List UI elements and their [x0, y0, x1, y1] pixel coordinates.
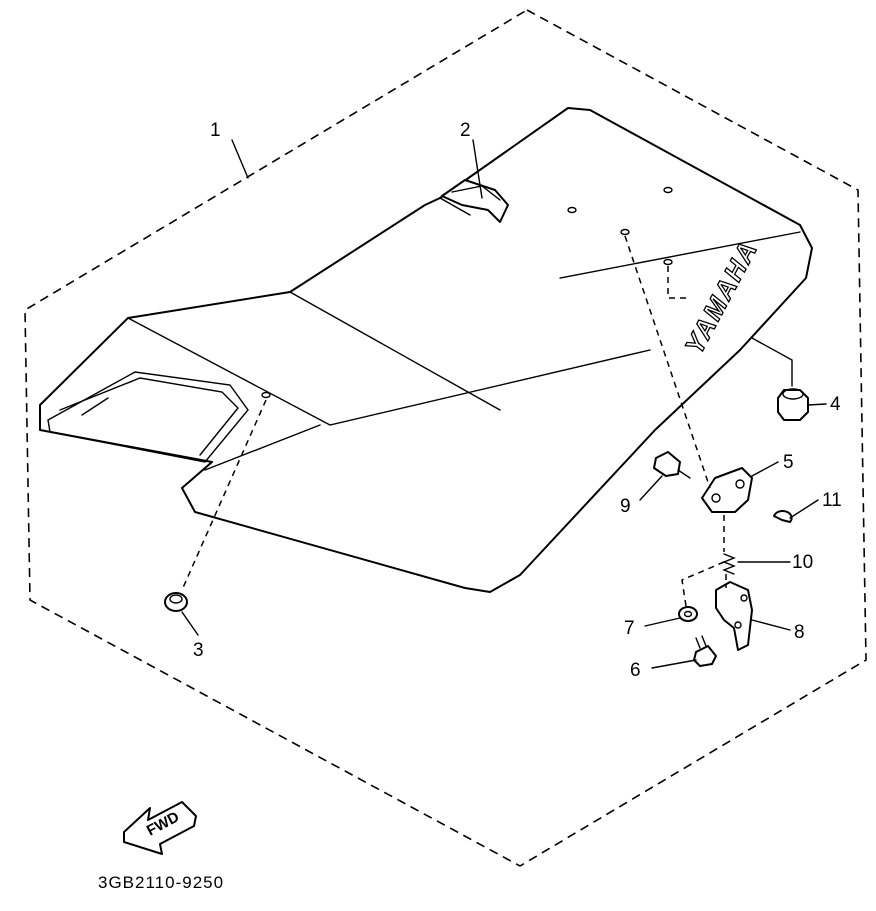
- callout-10: 10: [792, 552, 813, 573]
- assembly-line: [181, 399, 267, 591]
- seat-hook-part: [441, 179, 509, 223]
- callout-7: 7: [624, 618, 635, 639]
- clip-part: [773, 509, 793, 523]
- washer-part: [678, 606, 698, 622]
- seat-part: [39, 107, 813, 593]
- hook-part: [715, 581, 753, 651]
- screw-part: [693, 635, 717, 667]
- assembly-line: [681, 561, 725, 607]
- spring-part: [722, 553, 736, 575]
- callout-11: 11: [822, 490, 842, 511]
- callout-3: 3: [193, 640, 204, 661]
- bolt-part: [653, 451, 691, 479]
- callout-8: 8: [794, 622, 805, 643]
- callout-6: 6: [630, 660, 641, 681]
- callout-4: 4: [830, 394, 841, 415]
- fwd-arrow-icon: FWD: [123, 801, 197, 855]
- callout-1: 1: [210, 120, 221, 141]
- assembly-line: [624, 235, 711, 489]
- lock-body-part: [701, 467, 753, 513]
- callout-2: 2: [460, 120, 471, 141]
- part-code: 3GB2110-9250: [98, 873, 224, 892]
- assembly-line: [667, 266, 690, 299]
- damper-part: [164, 592, 188, 612]
- bumper-part: [777, 388, 809, 421]
- callout-9: 9: [620, 496, 631, 517]
- assembly-boundary: [24, 9, 867, 867]
- callout-5: 5: [783, 452, 794, 473]
